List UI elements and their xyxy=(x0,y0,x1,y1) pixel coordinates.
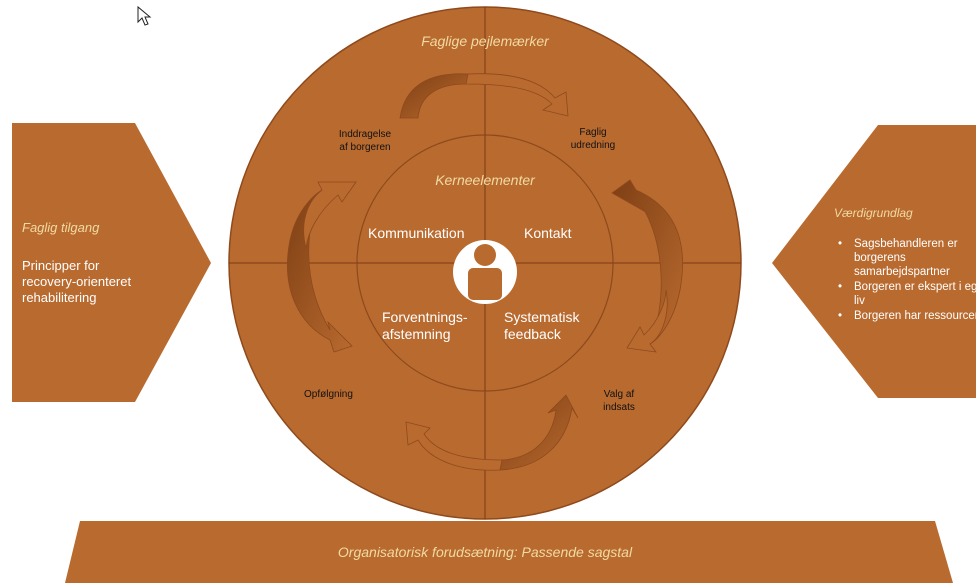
person-icon xyxy=(453,240,517,304)
quadrant-label-top-left: Inddragelse af borgeren xyxy=(338,129,392,153)
quadrant-label-bottom-left: Opfølgning xyxy=(304,389,353,400)
bottom-banner-shape xyxy=(65,521,953,583)
core-label-kontakt: Kontakt xyxy=(524,225,572,241)
right-panel-bullet: Borgeren er ekspert i eget liv xyxy=(838,280,976,308)
core-label-forventningsafstemning: Forventnings- afstemning xyxy=(382,309,468,342)
curved-arrow-bottom xyxy=(405,394,579,471)
curved-arrow-top xyxy=(399,73,569,119)
quadrant-label-bottom-right: Valg af indsats xyxy=(603,389,635,413)
quadrant-label-top-right: Faglig udredning xyxy=(570,127,616,151)
mouse-pointer-icon xyxy=(137,5,152,26)
right-panel-bullets: Sagsbehandleren er borgerens samarbejdsp… xyxy=(836,237,976,324)
left-panel-title: Faglig tilgang xyxy=(22,220,100,235)
inner-circle-title: Kerneelementer xyxy=(435,172,535,188)
right-panel-bullet: Borgeren har ressourcer xyxy=(838,309,976,323)
bottom-banner-text: Organisatorisk forudsætning: Passende sa… xyxy=(337,544,633,560)
outer-circle-title: Faglige pejlemærker xyxy=(421,33,549,49)
left-panel-shape xyxy=(12,123,211,402)
right-panel-bullet: Sagsbehandleren er borgerens samarbejdsp… xyxy=(838,237,976,279)
curved-arrow-right xyxy=(611,179,683,353)
left-panel-body: Principper for recovery-orienteret rehab… xyxy=(22,258,132,305)
right-panel-title: Værdigrundlag xyxy=(834,206,913,220)
curved-arrow-left xyxy=(287,181,357,353)
core-label-systematisk-feedback: Systematisk feedback xyxy=(504,309,580,342)
core-label-kommunikation: Kommunikation xyxy=(368,225,465,241)
